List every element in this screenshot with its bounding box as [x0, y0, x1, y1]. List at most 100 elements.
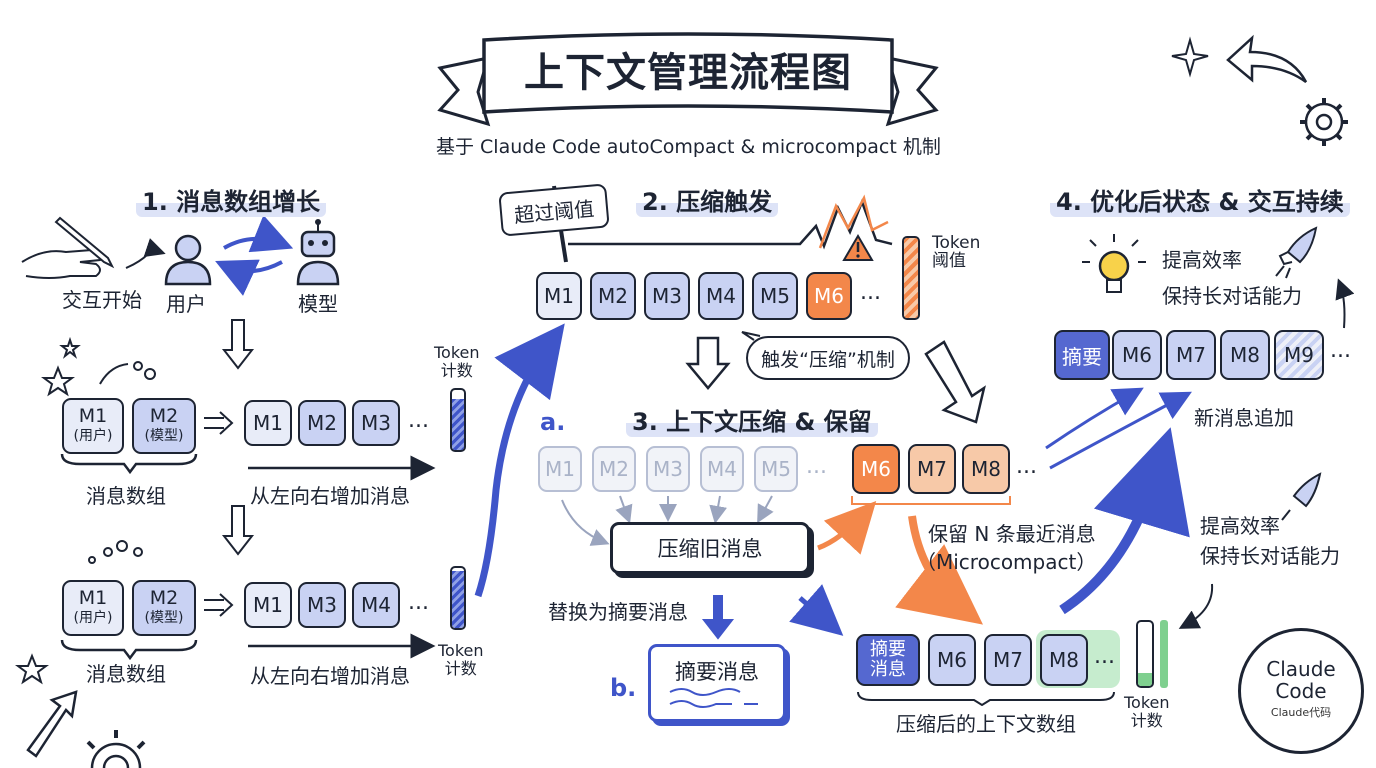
seal-line-1: Claude: [1266, 657, 1336, 681]
s2-m5: M5: [752, 272, 798, 320]
s2-ellipsis: ...: [860, 280, 881, 305]
s4-summary: 摘要: [1054, 330, 1110, 380]
row-b-m4: M4: [352, 582, 400, 628]
curl-arrow: [1178, 583, 1214, 629]
model-label: 模型: [298, 292, 338, 316]
s3-recent-m8: M8: [962, 444, 1010, 494]
section-2-heading: 2. 压缩触发: [636, 182, 779, 217]
down-arrow-1: [221, 319, 255, 370]
grow-label-1: 从左向右增加消息: [250, 484, 410, 508]
pair2-m1-id: M1: [78, 587, 108, 609]
row-b-ellipsis: ...: [408, 590, 429, 615]
stage3-to-stage4-thin-arrow: [1045, 387, 1144, 450]
row-a-m2: M2: [298, 400, 346, 446]
pair2-m2-role: (模型): [144, 610, 184, 626]
exchange-arrows: [215, 215, 294, 296]
s4-m7: M7: [1166, 330, 1216, 380]
row-a-m1: M1: [244, 400, 292, 446]
s3-recent-m6: M6: [852, 444, 900, 494]
star-icon: [15, 36, 1209, 685]
user-icon: [164, 234, 212, 286]
s3-old-m2: M2: [592, 446, 636, 492]
summary-scribble: [669, 688, 758, 708]
rocket-icon-2: [1281, 472, 1322, 521]
threshold-bar: [902, 236, 920, 320]
s2-m2: M2: [590, 272, 636, 320]
token-bar-1-fill: [452, 399, 464, 450]
marker-b: b.: [610, 674, 637, 702]
s3-old-m3: M3: [646, 446, 690, 492]
s3-old-ellipsis: ...: [806, 454, 827, 479]
pair2-m1-role: (用户): [73, 610, 113, 626]
array-label-2: 消息数组: [86, 662, 166, 686]
bubble-tail: [741, 331, 761, 341]
token-bar-1: [450, 388, 466, 452]
token-bar-2-fill: [452, 571, 464, 628]
array-label-1: 消息数组: [86, 484, 166, 508]
s4-m9: M9: [1274, 330, 1324, 380]
start-label: 交互开始: [62, 288, 142, 312]
threshold-bar-fill: [904, 238, 918, 318]
s4-m6: M6: [1112, 330, 1162, 380]
doodle-dots: [88, 361, 156, 564]
compressed-token-label: Token 计数: [1124, 693, 1170, 730]
stage3-to-stage4-thin-arrow-2: [1049, 391, 1192, 470]
compressed-m7: M7: [984, 634, 1032, 686]
down-arrow-stage2: [685, 336, 731, 390]
recent-bracket: [851, 496, 1011, 505]
benefit-efficiency-2: 提高效率: [1200, 514, 1280, 538]
seal-line-2: Code: [1275, 679, 1327, 703]
s2-m3: M3: [644, 272, 690, 320]
back-arrow-icon: [1226, 34, 1308, 84]
pair-m1-role: (用户): [73, 428, 113, 444]
s3-old-m5: M5: [754, 446, 798, 492]
compressed-bracket: [857, 691, 1115, 706]
s4-m8: M8: [1220, 330, 1270, 380]
row-b-m3: M3: [298, 582, 346, 628]
keep-recent-sub: （Microcompact）: [916, 550, 1097, 574]
compressed-token-bar-fill: [1138, 673, 1152, 686]
s2-m1: M1: [536, 272, 582, 320]
compressed-summary: 摘要 消息: [856, 634, 920, 686]
stage1-to-stage2-arrow: [474, 323, 565, 598]
robot-icon: [296, 219, 340, 286]
warning-icon: [842, 234, 874, 261]
pair-m2-id: M2: [149, 405, 179, 427]
stage3-to-stage4-arrow: [1059, 427, 1190, 615]
section-3-heading: 3. 上下文压缩 & 保留: [626, 402, 878, 437]
compress-old-box: 压缩旧消息: [610, 522, 810, 574]
row-a-m3: M3: [352, 400, 400, 446]
compressed-token-glow: [1160, 620, 1168, 688]
token-count-label-2: Token 计数: [438, 641, 484, 678]
token-bar-2: [450, 566, 466, 630]
gear-icon-bottom: [86, 730, 146, 768]
hand-icon: [21, 216, 115, 279]
down-arrow-2: [221, 505, 255, 556]
new-message-label: 新消息追加: [1194, 406, 1294, 430]
compressed-token-bar: [1136, 620, 1154, 688]
row-b-m1: M1: [244, 582, 292, 628]
section-4-heading: 4. 优化后状态 & 交互持续: [1050, 182, 1350, 217]
threshold-label: Token 阈值: [932, 233, 981, 271]
double-arrow-1: [204, 411, 234, 435]
compressed-m6: M6: [928, 634, 976, 686]
s3-recent-ellipsis: ...: [1016, 454, 1037, 479]
pair-m1-id: M1: [78, 405, 108, 427]
compress-to-recent-arrow: [817, 501, 877, 555]
array-bracket-2: [60, 639, 198, 661]
wave-arrow: [125, 238, 166, 269]
compressed-label: 压缩后的上下文数组: [896, 712, 1076, 736]
trigger-bubble: 触发“压缩”机制: [746, 336, 910, 380]
seal-line-3: Claude代码: [1270, 706, 1332, 719]
s2-m4: M4: [698, 272, 744, 320]
title-ribbon: [437, 32, 939, 127]
summary-card: 摘要消息: [648, 644, 786, 722]
marker-a: a.: [540, 408, 566, 436]
replace-label: 替换为摘要消息: [548, 600, 688, 624]
compressed-m8: M8: [1040, 634, 1088, 686]
section-1-heading: 1. 消息数组增长: [136, 182, 327, 217]
keep-recent-label: 保留 N 条最近消息: [928, 522, 1096, 546]
grow-label-2: 从左向右增加消息: [250, 664, 410, 688]
compress-arrows: [561, 495, 774, 546]
to-compressed-blue-arrow: [789, 584, 844, 636]
